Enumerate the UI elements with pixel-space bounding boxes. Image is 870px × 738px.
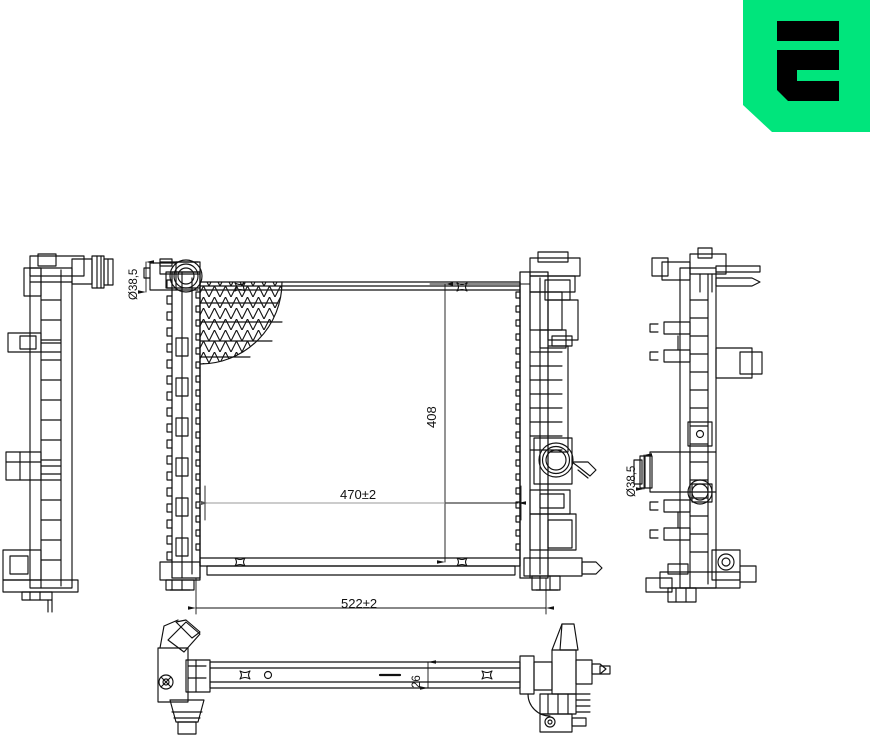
nrf-logo	[735, 0, 870, 132]
label-core-thickness: 26	[411, 675, 423, 688]
label-overall-width: 522±2	[341, 596, 377, 611]
left-side-view	[2, 253, 114, 613]
label-outlet-diameter: Ø38,5	[626, 466, 638, 497]
inlet-port	[143, 258, 203, 293]
label-inlet-diameter: Ø38,5	[128, 269, 140, 300]
logo-glyph-e	[777, 21, 839, 101]
dimension-lines	[137, 260, 653, 690]
right-tank	[515, 251, 603, 591]
bottom-view	[157, 619, 611, 735]
dimension-labels: 470±2 522±2 408 Ø38,5 Ø38,5 26	[128, 269, 638, 688]
bottom-view-right-fitting	[519, 623, 611, 733]
left-tank	[159, 261, 201, 591]
bottom-view-left-fitting	[157, 619, 211, 735]
front-view	[143, 251, 603, 591]
label-core-width: 470±2	[340, 487, 376, 502]
right-side-view	[633, 247, 763, 603]
label-core-height: 408	[424, 406, 439, 428]
